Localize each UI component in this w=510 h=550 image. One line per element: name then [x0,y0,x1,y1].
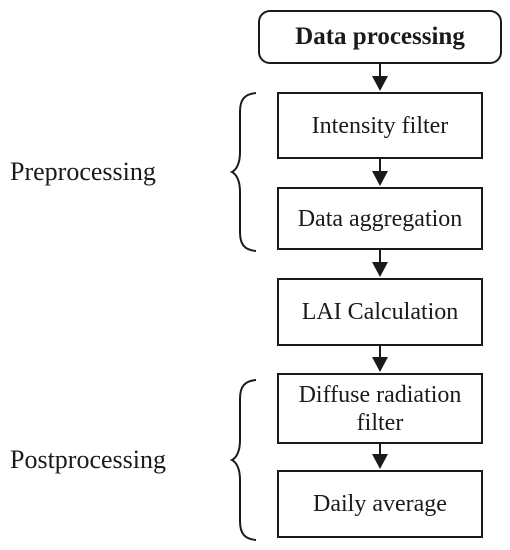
preprocessing-brace [229,92,257,252]
arrow-diffuse-radiation-filter-to-daily-average [372,444,388,469]
step-label: Daily average [313,491,447,517]
step-intensity-filter: Intensity filter [277,92,483,159]
step-label: Intensity filter [311,112,449,139]
step-data-aggregation: Data aggregation [277,187,483,250]
title-box: Data processing [258,10,502,64]
postprocessing-brace [229,379,257,541]
step-label: LAI Calculation [301,299,459,325]
step-label: Diffuse radiation filter [298,381,462,436]
postprocessing-label: Postprocessing [10,445,166,474]
arrow-intensity-filter-to-data-aggregation [372,159,388,186]
arrow-lai-calculation-to-diffuse-radiation-filter [372,346,388,372]
step-diffuse-radiation-filter: Diffuse radiation filter [277,373,483,444]
arrow-title-to-intensity-filter [372,64,388,91]
preprocessing-label: Preprocessing [10,157,156,186]
step-daily-average: Daily average [277,470,483,538]
step-label: Data aggregation [297,205,463,232]
diagram-title: Data processing [295,23,465,50]
arrow-data-aggregation-to-lai-calculation [372,250,388,277]
step-lai-calculation: LAI Calculation [277,278,483,346]
